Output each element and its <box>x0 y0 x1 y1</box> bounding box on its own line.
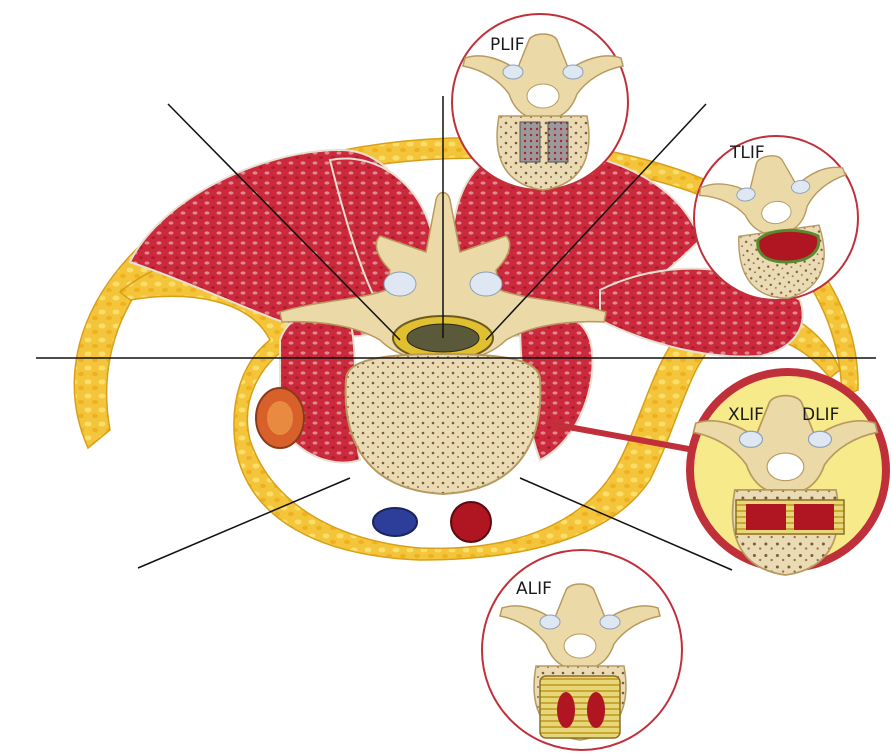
tlif-trajectory <box>485 103 707 341</box>
alif-label: ALIF <box>516 579 552 599</box>
alif-graft-left <box>557 692 575 728</box>
left-anterior-trajectory <box>137 477 351 569</box>
inferior-vena-cava <box>372 507 418 537</box>
alif-cage <box>539 675 621 739</box>
plif-cage-left <box>519 121 541 163</box>
alif-trajectory <box>519 477 733 571</box>
xlif-connector-line <box>551 421 695 453</box>
plif-inset: PLIF <box>451 13 629 191</box>
tlif-label: TLIF <box>729 143 765 163</box>
alif-inset: ALIF <box>481 549 683 751</box>
xlif-graft-left <box>746 504 786 530</box>
aorta <box>450 501 492 543</box>
kidney-hilum <box>267 401 293 435</box>
vertebral-body <box>344 352 542 496</box>
approach-lines <box>36 96 876 571</box>
left-posterior-trajectory <box>167 103 401 341</box>
xlif-dlif-inset: XLIF DLIF <box>686 368 890 576</box>
tlif-cage <box>756 228 821 264</box>
xlif-label: XLIF <box>728 405 764 425</box>
alif-graft-right <box>587 692 605 728</box>
plif-cage-right <box>547 121 569 163</box>
dlif-label: DLIF <box>802 405 839 425</box>
tlif-inset: TLIF <box>693 135 862 310</box>
facet-joint-left <box>383 271 417 297</box>
plif-label: PLIF <box>490 35 525 55</box>
cross-section <box>73 137 859 561</box>
xlif-graft-right <box>794 504 834 530</box>
facet-joint-right <box>469 271 503 297</box>
